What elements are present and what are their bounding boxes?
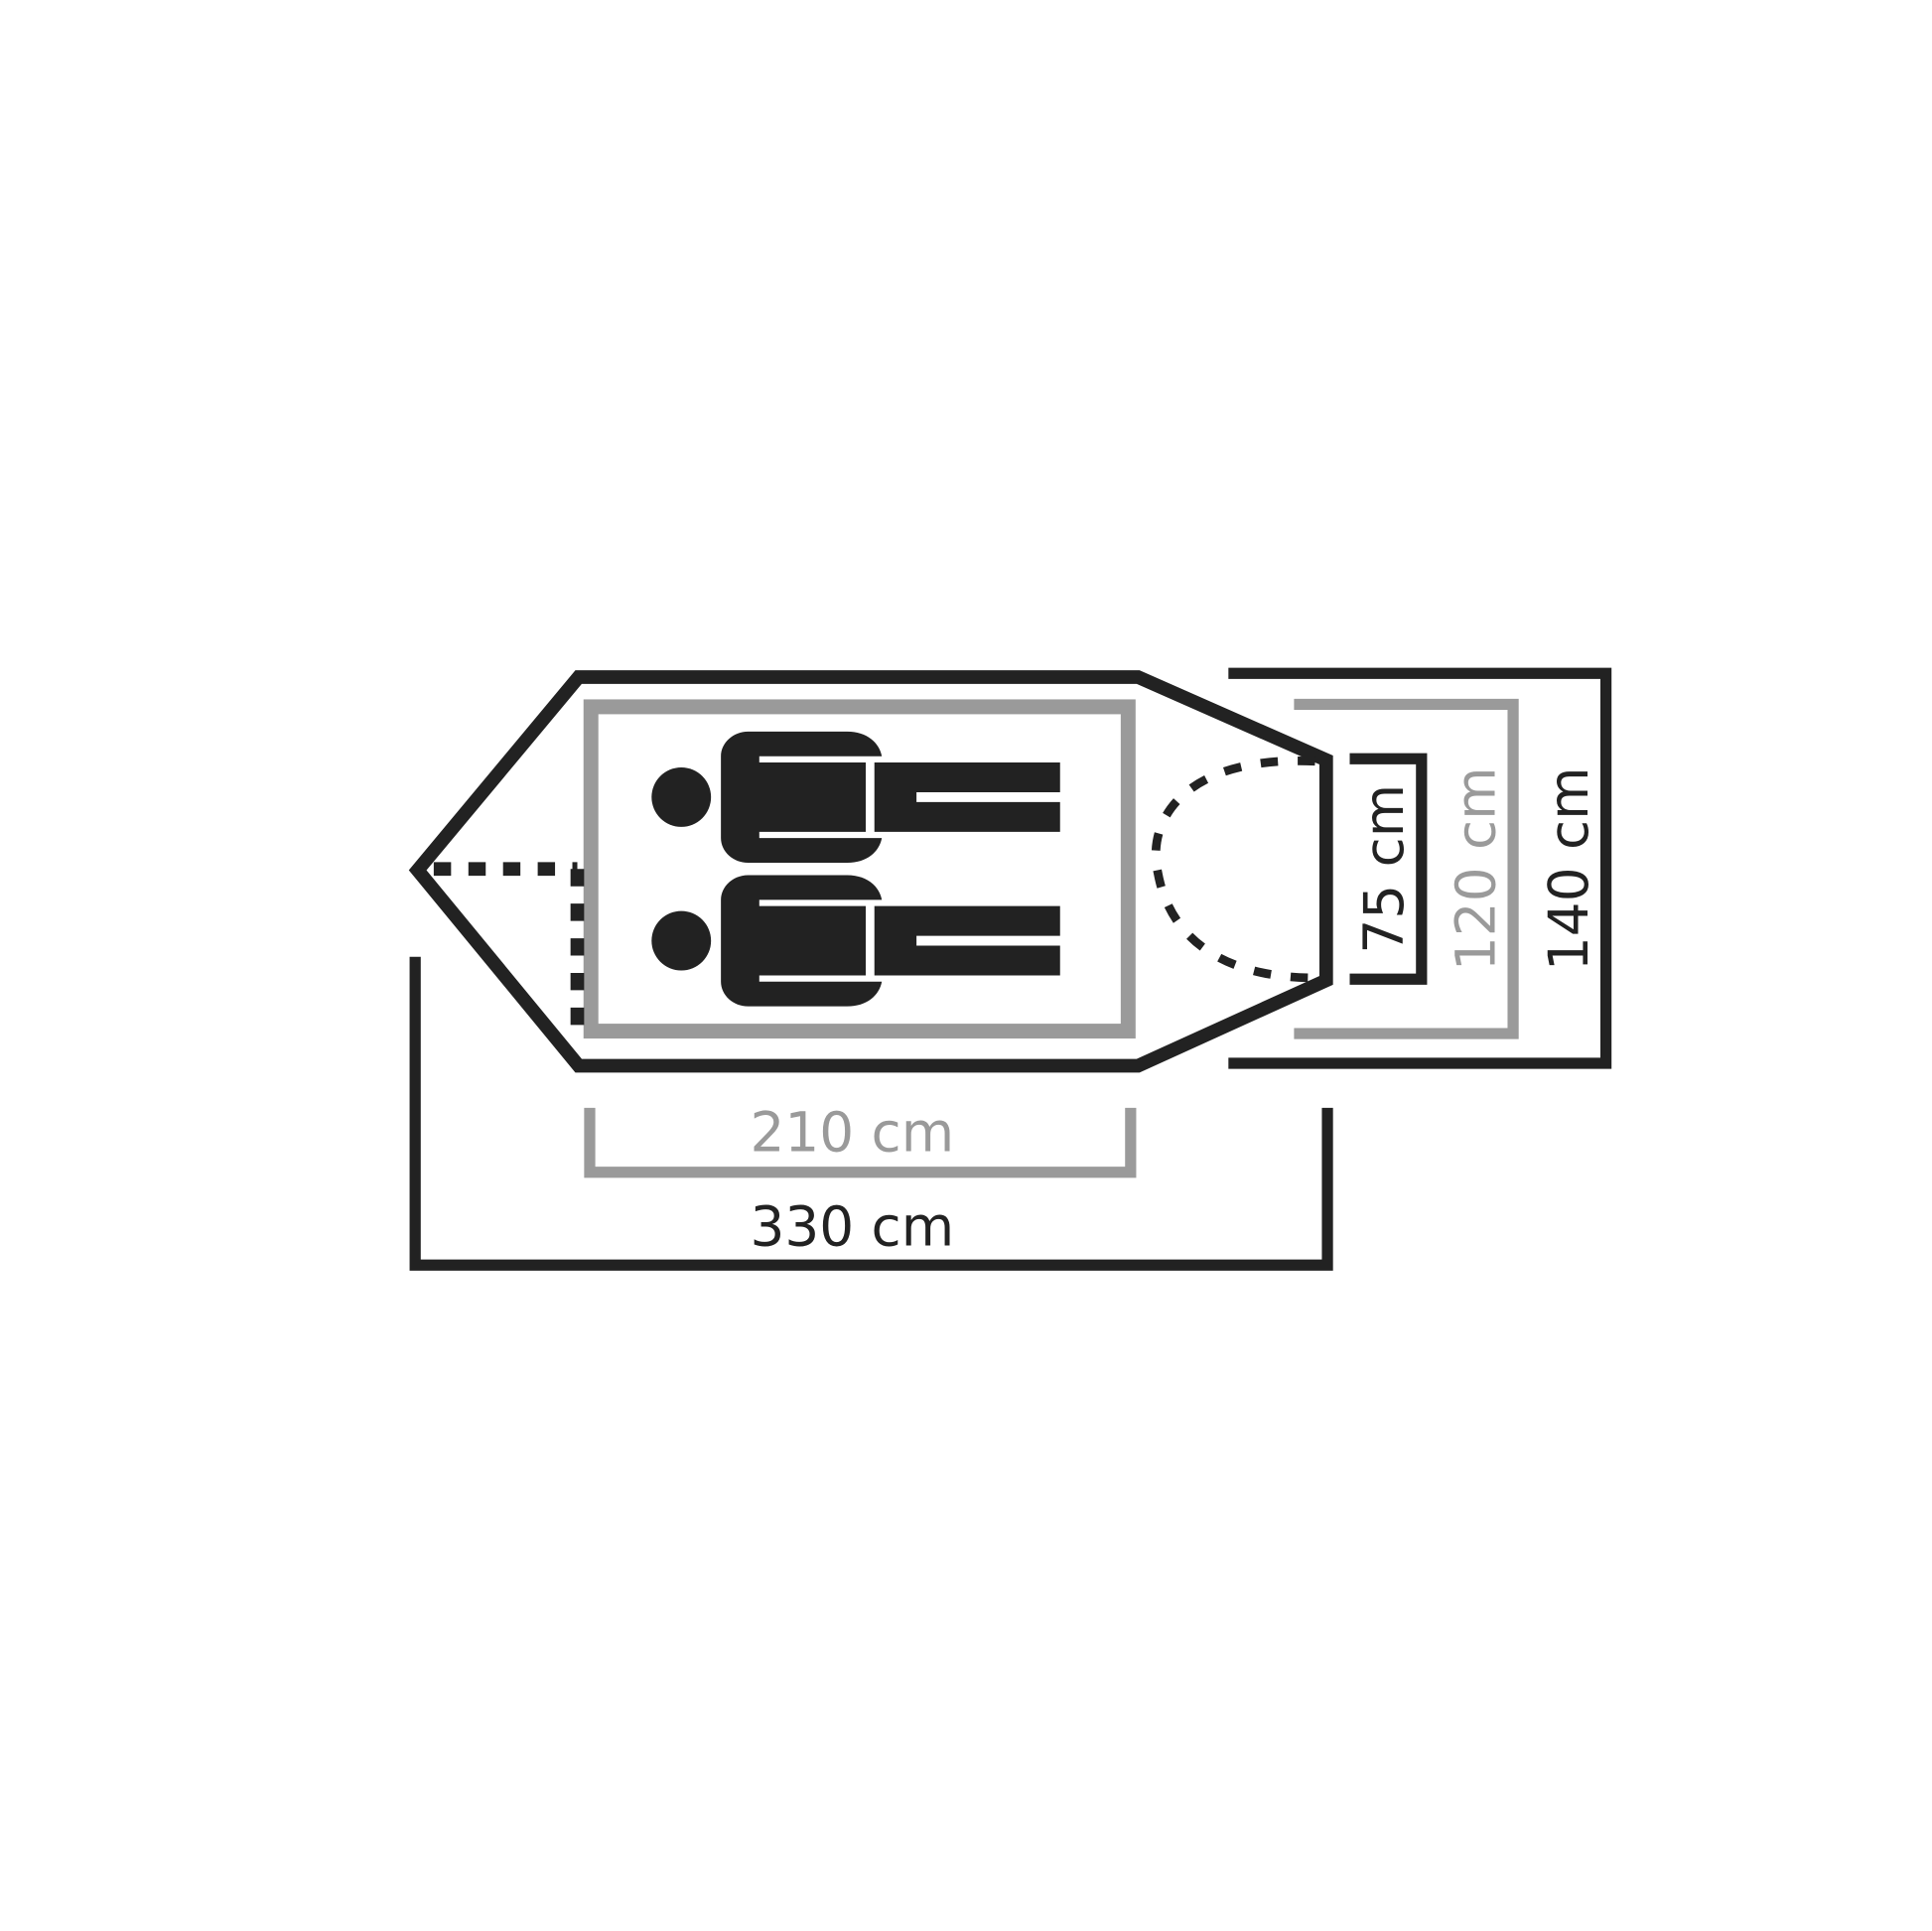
outer-width-label: 140 cm — [1537, 766, 1600, 971]
inner-length-label: 210 cm — [750, 1101, 954, 1165]
person-icon — [651, 875, 1060, 1007]
entrance-dashed-line — [433, 862, 585, 1033]
outer-length-label: 330 cm — [750, 1194, 954, 1258]
inner-width-label: 120 cm — [1444, 766, 1507, 971]
outer-width-bracket — [1228, 667, 1612, 1069]
outer-length-bracket — [409, 956, 1333, 1271]
inner-length-bracket — [584, 1107, 1137, 1178]
vestibule-depth-label: 75 cm — [1352, 784, 1416, 954]
inner-tent-outline — [583, 699, 1136, 1039]
outer-tent-outline — [408, 670, 1333, 1073]
vestibule-depth-bracket — [1349, 753, 1428, 985]
door-dashed-arc — [1151, 757, 1315, 983]
inner-width-bracket — [1294, 698, 1519, 1039]
person-icon — [651, 731, 1060, 864]
